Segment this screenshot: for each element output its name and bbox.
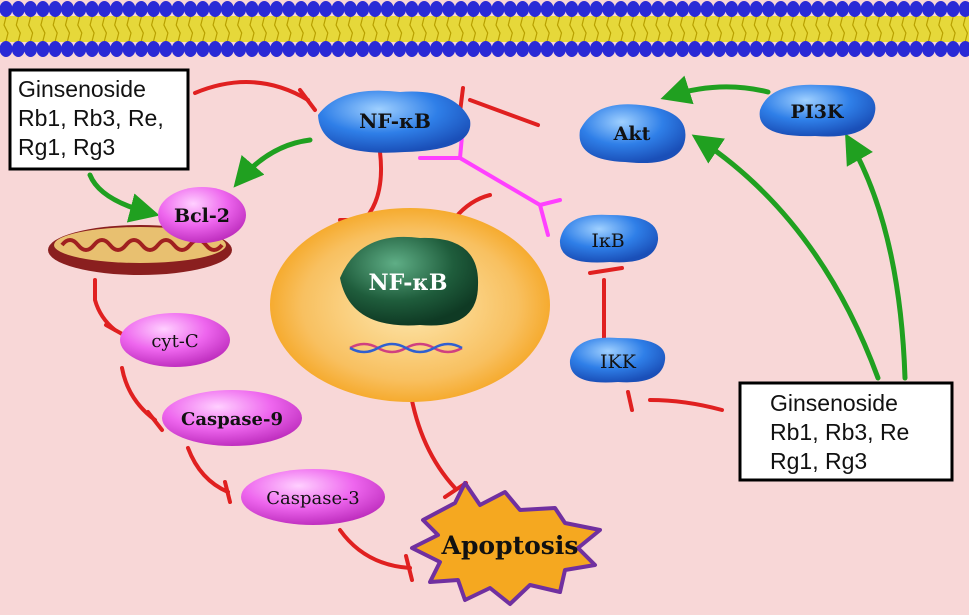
- akt-label: Akt: [613, 123, 651, 145]
- ginsenoside-box-bottom-right: Ginsenoside Rb1, Rb3, Re Rg1, Rg3: [738, 381, 954, 482]
- box-top-left-line2: Rb1, Rb3, Re,: [18, 105, 164, 131]
- edge-nucleus-to-apoptosis: [408, 388, 457, 490]
- caspase3-label: Caspase-3: [266, 488, 359, 509]
- box-top-left-line3: Rg1, Rg3: [18, 134, 115, 160]
- box-bottom-right-line2: Rb1, Rb3, Re: [770, 419, 909, 445]
- edge-akt-to-nfkb: [468, 98, 540, 127]
- bcl2-node: Bcl-2: [158, 187, 246, 243]
- box-top-left-line1: Ginsenoside: [18, 76, 146, 102]
- edge-box-to-bcl2: [87, 172, 160, 223]
- edge-box-to-pi3k: [845, 133, 908, 381]
- edge-casp9-to-casp3: [186, 446, 230, 494]
- edge-box-to-nfkb: [193, 80, 310, 102]
- edge-box-to-ikk: [648, 398, 724, 412]
- apoptosis-node: Apoptosis: [410, 481, 602, 606]
- akt-node: Akt: [579, 104, 686, 164]
- nucleus: NF-κB: [270, 208, 550, 402]
- ikk-node: IKK: [569, 337, 666, 383]
- caspase9-label: Caspase-9: [181, 409, 283, 430]
- caspase3-node: Caspase-3: [241, 469, 385, 525]
- pi3k-label: PI3K: [791, 101, 845, 123]
- caspase9-node: Caspase-9: [162, 390, 302, 446]
- edge-pi3k-to-akt: [660, 75, 771, 105]
- ikb-label: IκB: [591, 230, 624, 252]
- bcl2-label: Bcl-2: [174, 205, 230, 227]
- box-bottom-right-line1: Ginsenoside: [770, 390, 898, 416]
- cytc-label: cyt-C: [151, 331, 198, 352]
- edge-nfkb-to-nucleus: [364, 150, 384, 220]
- edge-nfkb-to-bcl2: [233, 137, 313, 188]
- nfkb-nuclear-label: NF-κB: [369, 270, 448, 296]
- membrane-bilayer: [0, 1, 969, 57]
- nfkb-nuclear-shape: [340, 236, 479, 326]
- dna-icon: [349, 342, 463, 354]
- pi3k-node: PI3K: [759, 84, 876, 137]
- box-bottom-right-line3: Rg1, Rg3: [770, 448, 867, 474]
- ikb-node: IκB: [559, 214, 659, 263]
- edge-mito-to-cytc: [93, 278, 117, 332]
- apoptosis-label: Apoptosis: [441, 531, 579, 560]
- activation-edges: [87, 75, 908, 381]
- nfkb-cytoplasm-node: NF-κB: [318, 90, 471, 153]
- edge-box-to-akt: [691, 134, 881, 381]
- ikk-label: IKK: [600, 351, 637, 373]
- edge-casp3-to-apoptosis: [338, 528, 412, 570]
- cytc-node: cyt-C: [120, 313, 230, 367]
- ginsenoside-box-top-left: Ginsenoside Rb1, Rb3, Re, Rg1, Rg3: [8, 68, 190, 171]
- nfkb-cytoplasm-label: NF-κB: [359, 109, 431, 133]
